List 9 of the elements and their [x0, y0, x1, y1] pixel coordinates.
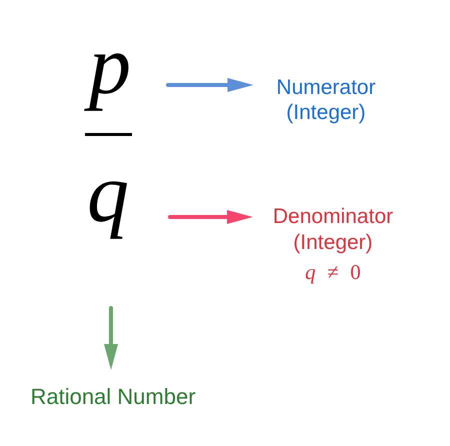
arrow	[168, 210, 253, 224]
arrow	[166, 78, 254, 92]
condition-text: q ≠ 0	[305, 259, 361, 286]
result-label: Rational Number	[30, 370, 196, 410]
numerator-variable: p	[85, 18, 135, 115]
denominator-label: Denominator (Integer)	[272, 204, 394, 256]
denominator-variable: q	[83, 146, 133, 243]
numerator-label: Numerator (Integer)	[276, 75, 376, 125]
arrow	[104, 306, 118, 370]
